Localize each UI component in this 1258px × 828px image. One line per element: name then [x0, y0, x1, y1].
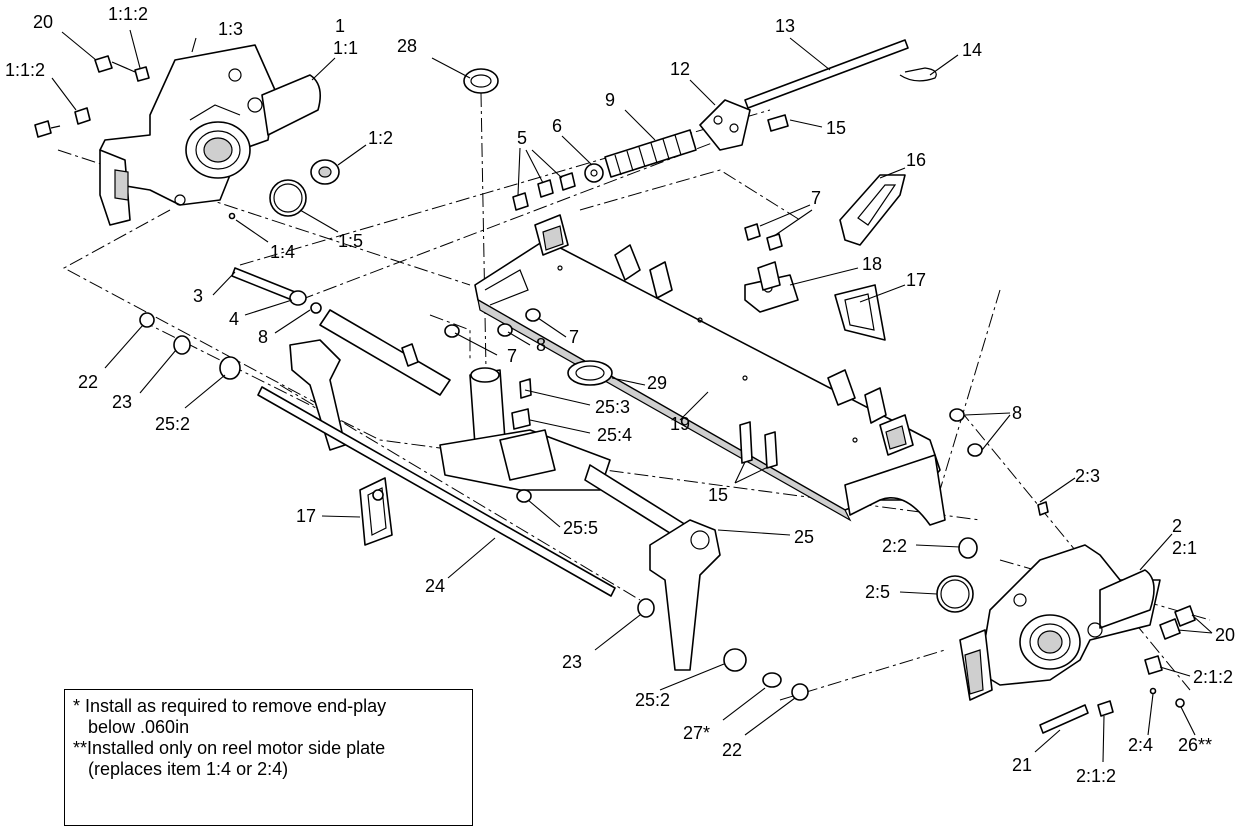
callout-20: 20 — [33, 12, 53, 32]
callout-25: 25 — [794, 527, 814, 547]
rod-and-spring — [512, 39, 937, 211]
callout-7: 7 — [569, 327, 579, 347]
callout-15: 15 — [826, 118, 846, 138]
callout-1-1: 1:1 — [333, 38, 358, 58]
callout-8: 8 — [258, 327, 268, 347]
callout-1: 1 — [335, 16, 345, 36]
callout-2-4: 2:4 — [1128, 735, 1153, 755]
callout-21: 21 — [1012, 755, 1032, 775]
callout-1-1-2: 1:1:2 — [5, 60, 45, 80]
note-line-4: (replaces item 1:4 or 2:4) — [73, 759, 289, 779]
callout-8: 8 — [536, 335, 546, 355]
callout-19: 19 — [670, 414, 690, 434]
callout-1-3: 1:3 — [218, 19, 243, 39]
shaft-24 — [139, 267, 809, 701]
callout-7: 7 — [507, 346, 517, 366]
callout-25-3: 25:3 — [595, 397, 630, 417]
callout-25-2: 25:2 — [155, 414, 190, 434]
notes-box: * Install as required to remove end-play… — [64, 689, 473, 826]
note-line-3: **Installed only on reel motor side plat… — [73, 738, 386, 758]
callout-1-2: 1:2 — [368, 128, 393, 148]
callout-1-4: 1:4 — [270, 242, 295, 262]
callout-12: 12 — [670, 59, 690, 79]
callout-23: 23 — [112, 392, 132, 412]
callout-15: 15 — [708, 485, 728, 505]
callout-6: 6 — [552, 116, 562, 136]
callout-4: 4 — [229, 309, 239, 329]
callout-25-2: 25:2 — [635, 690, 670, 710]
callout-27: 27* — [683, 723, 710, 743]
callout-2-3: 2:3 — [1075, 466, 1100, 486]
callout-20: 20 — [1215, 625, 1235, 645]
callout-7: 7 — [811, 188, 821, 208]
callout-8: 8 — [1012, 403, 1022, 423]
callout-16: 16 — [906, 150, 926, 170]
callout-18: 18 — [862, 254, 882, 274]
callout-17: 17 — [906, 270, 926, 290]
callout-2-1: 2:1 — [1172, 538, 1197, 558]
callout-22: 22 — [722, 740, 742, 760]
callout-2-1-2: 2:1:2 — [1193, 667, 1233, 687]
leader-lines — [51, 29, 1213, 763]
callout-28: 28 — [397, 36, 417, 56]
callout-9: 9 — [605, 90, 615, 110]
callout-2-2: 2:2 — [882, 536, 907, 556]
main-frame — [474, 214, 946, 526]
seal-28 — [463, 68, 499, 371]
callout-2-1-2: 2:1:2 — [1076, 766, 1116, 786]
callout-23: 23 — [562, 652, 582, 672]
left-small-parts — [34, 55, 340, 220]
callout-2-5: 2:5 — [865, 582, 890, 602]
lift-arm-assembly — [289, 308, 721, 671]
callout-3: 3 — [193, 286, 203, 306]
callout-17: 17 — [296, 506, 316, 526]
callout-labels: 20 1:1:2 1:3 1 1:1 1:1:2 28 13 14 12 9 6… — [5, 4, 1235, 786]
callout-1-5: 1:5 — [338, 231, 363, 251]
left-side-plate — [99, 44, 321, 226]
callout-1-1-2: 1:1:2 — [108, 4, 148, 24]
callout-5: 5 — [517, 128, 527, 148]
callout-14: 14 — [962, 40, 982, 60]
washers-8 — [949, 408, 983, 457]
callout-2: 2 — [1172, 516, 1182, 536]
right-side-plate — [936, 501, 1196, 734]
callout-25-4: 25:4 — [597, 425, 632, 445]
callout-22: 22 — [78, 372, 98, 392]
callout-13: 13 — [775, 16, 795, 36]
callout-26: 26** — [1178, 735, 1212, 755]
note-line-1: * Install as required to remove end-play — [73, 696, 387, 716]
callout-29: 29 — [647, 373, 667, 393]
callout-25-5: 25:5 — [563, 518, 598, 538]
callout-24: 24 — [425, 576, 445, 596]
note-line-2: below .060in — [73, 717, 190, 737]
